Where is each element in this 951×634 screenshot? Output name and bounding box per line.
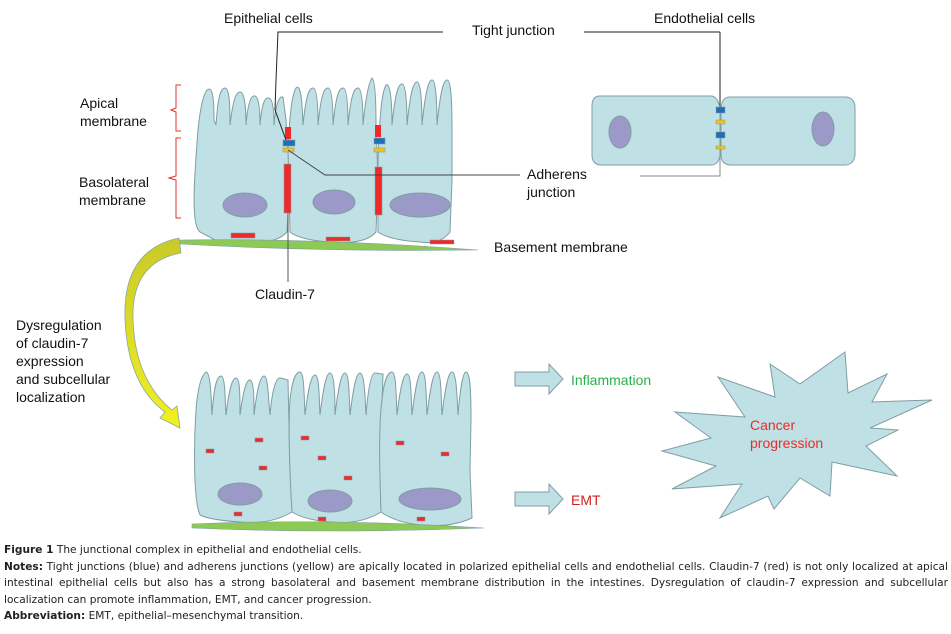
tight-junction-marker <box>715 131 726 139</box>
claudin-basal-marker <box>429 239 455 245</box>
nucleus <box>222 192 268 218</box>
adherens-junction-marker <box>715 145 726 150</box>
junctional-complex-diagram <box>124 31 933 532</box>
claudin-marker <box>258 465 268 471</box>
caption-notes: Notes: Tight junctions (blue) and adhere… <box>4 559 948 609</box>
label-emt: EMT <box>571 492 601 508</box>
epithelial-leader <box>274 31 443 141</box>
basement-membrane <box>179 239 479 251</box>
epithelial-cell-3 <box>379 371 473 527</box>
claudin-marker <box>343 475 353 481</box>
claudin-lateral-marker <box>374 166 383 216</box>
claudin-apical-marker <box>285 127 291 139</box>
claudin-marker <box>416 516 426 522</box>
apical-bracket <box>169 84 181 132</box>
bottom-epithelial-cells <box>191 371 485 532</box>
label-adherens-junction: Adherens junction <box>527 166 587 200</box>
emt-arrow <box>514 482 564 516</box>
adherens-junction-marker <box>715 119 726 125</box>
abbreviation-text: EMT, epithelial–mesenchymal transition. <box>88 610 304 622</box>
nucleus <box>312 189 356 215</box>
claudin-basal-marker <box>325 236 351 242</box>
claudin-basal-marker <box>230 232 256 239</box>
figure-title: The junctional complex in epithelial and… <box>56 544 362 556</box>
inflammation-arrow <box>514 362 564 396</box>
label-inflammation: Inflammation <box>571 372 652 388</box>
membrane-brackets <box>167 84 181 219</box>
claudin-marker <box>300 435 310 441</box>
label-basement-membrane: Basement membrane <box>494 239 628 255</box>
label-tight-junction: Tight junction <box>472 22 555 38</box>
caption-title-line: Figure 1 The junctional complex in epith… <box>4 542 948 559</box>
nucleus <box>307 489 353 513</box>
figure-caption: Figure 1 The junctional complex in epith… <box>4 542 948 625</box>
claudin-marker <box>395 440 405 446</box>
epithelial-cell-2 <box>287 77 379 243</box>
top-epithelial-cells <box>179 77 479 251</box>
label-apical-membrane: Apical membrane <box>80 95 147 129</box>
endothelial-cell-left <box>591 95 721 166</box>
adherens-leader-endothelial <box>640 150 721 177</box>
nucleus <box>608 115 632 149</box>
label-endothelial-cells: Endothelial cells <box>654 10 756 26</box>
epithelial-cell-3 <box>377 79 453 243</box>
endothelial-cell-right <box>720 96 856 166</box>
label-cancer-progression: Cancer progression <box>750 417 824 451</box>
basement-membrane <box>191 521 485 532</box>
nucleus <box>811 111 835 147</box>
scattered-claudin-markers <box>205 435 450 522</box>
claudin-marker <box>233 511 243 517</box>
claudin-marker <box>317 516 327 522</box>
claudin-marker <box>317 455 327 461</box>
abbreviation-label: Abbreviation: <box>4 610 86 622</box>
tight-junction-marker <box>282 139 296 147</box>
adherens-leader <box>287 149 520 176</box>
basolateral-bracket <box>167 137 181 219</box>
notes-label: Notes: <box>4 560 43 573</box>
nucleus <box>389 192 451 218</box>
endothelial-cells <box>591 95 856 166</box>
leader-lines <box>274 31 721 282</box>
epithelial-cell-2 <box>288 371 384 523</box>
claudin-lateral-marker <box>283 163 292 214</box>
cancer-starburst <box>660 351 933 520</box>
tight-junction-marker <box>373 137 386 145</box>
label-claudin-7: Claudin-7 <box>255 286 315 302</box>
dysregulation-arrow <box>124 237 182 429</box>
label-dysregulation: Dysregulation of claudin-7 expression an… <box>16 317 111 405</box>
claudin-marker <box>254 437 264 443</box>
figure-label: Figure 1 <box>4 544 54 556</box>
notes-text: Tight junctions (blue) and adherens junc… <box>4 560 948 606</box>
claudin-marker <box>440 451 450 457</box>
tight-junction-marker <box>715 106 726 114</box>
nucleus <box>398 487 462 511</box>
claudin-marker <box>205 448 215 454</box>
caption-abbreviation: Abbreviation: EMT, epithelial–mesenchyma… <box>4 608 948 625</box>
label-epithelial-cells: Epithelial cells <box>224 10 313 26</box>
nucleus <box>217 482 263 506</box>
claudin-apical-marker <box>375 125 381 137</box>
adherens-junction-marker <box>373 147 386 153</box>
label-basolateral-membrane: Basolateral membrane <box>79 174 150 208</box>
epithelial-cell-1 <box>194 371 293 523</box>
